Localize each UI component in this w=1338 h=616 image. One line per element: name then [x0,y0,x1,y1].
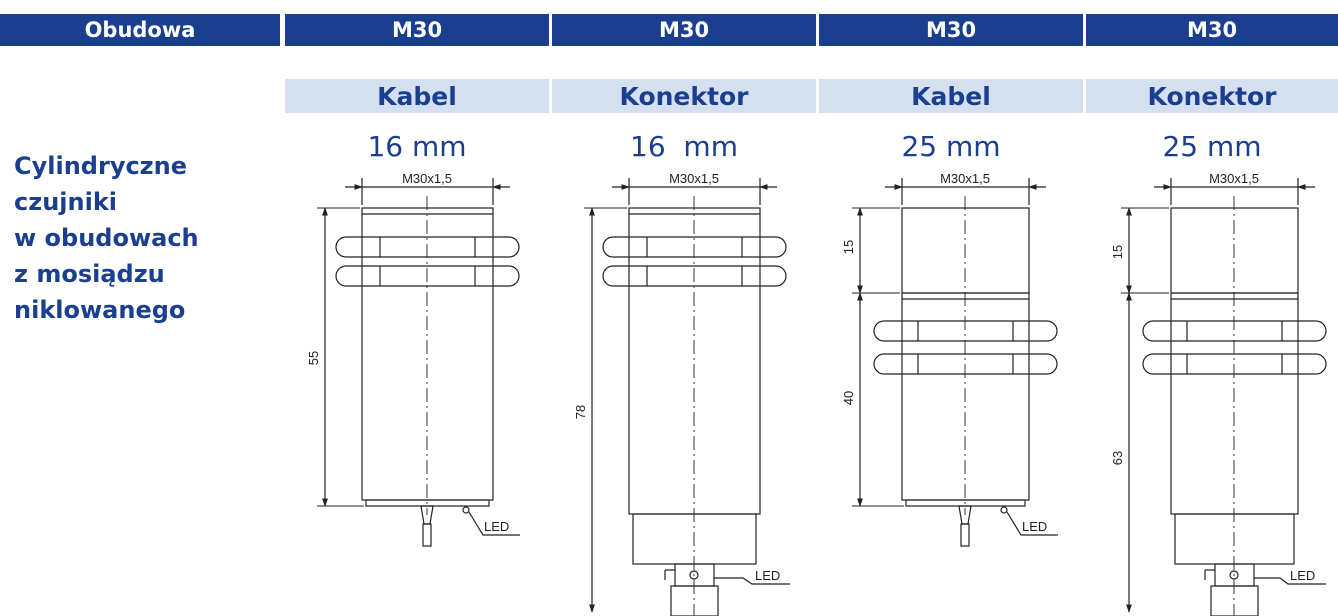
sensor-drawing-2: M30x1,5 LED 78 [573,171,790,616]
product-description: Cylindryczne czujniki w obudowach z mosi… [14,148,284,328]
sensor-drawing-1: M30x1,5 LED 55 [306,171,520,547]
sensing-distance-2-label: 16 mm [630,129,738,163]
sensing-distance-1: 16 mm [285,129,549,163]
description-line: niklowanego [14,296,186,324]
mounting-nut [1142,353,1327,375]
header-column-3: M30 [819,14,1083,46]
connector-plug [1214,563,1255,587]
header-column-1-label: M30 [391,18,443,42]
header-column-4: M30 [1086,14,1338,46]
header-column-2-label: M30 [658,18,710,42]
header-column-4-label: M30 [1186,18,1238,42]
cable [422,523,432,547]
header-label-cell: Obudowa [0,14,280,46]
header-column-2: M30 [552,14,816,46]
header-column-1: M30 [285,14,549,46]
led-label-4: LED [1290,568,1315,583]
connection-type-4: Konektor [1086,79,1338,113]
sensing-distance-1-label: 16 mm [367,129,467,163]
thread-label-2: M30x1,5 [669,171,719,186]
dimension-label: 55 [306,351,321,365]
led-label-2: LED [755,568,780,583]
mounting-nut [335,265,520,287]
connector-plug [674,563,715,587]
connector-thread [670,585,719,616]
dimension-label: 78 [573,405,588,419]
led-indicator [1000,506,1008,514]
header-column-3-label: M30 [925,18,977,42]
description-line: w obudowach [14,224,199,252]
sensor-drawing-4: M30x1,5 LED 15 63 [1110,171,1327,616]
sensing-distance-3-label: 25 mm [901,129,1001,163]
connection-type-3: Kabel [819,79,1083,113]
description-line: czujniki [14,188,118,216]
cable [960,523,970,547]
connection-type-2-label: Konektor [619,81,749,111]
dimension-label: 63 [1110,451,1125,465]
sensor-body-4 [1170,292,1299,515]
mounting-nut [1142,320,1327,342]
connector-thread [1210,585,1259,616]
connection-type-3-label: Kabel [911,81,991,111]
connection-type-2: Konektor [552,79,816,113]
led-leader [468,511,520,536]
led-label-1: LED [484,519,509,534]
led-indicator [462,506,470,514]
mounting-nut [873,353,1058,375]
led-indicator [689,570,699,580]
sensor-body-3 [901,292,1030,501]
mounting-nut [602,236,787,258]
mounting-nut [602,265,787,287]
led-label-3: LED [1022,519,1047,534]
description-line: Cylindryczne [14,152,188,180]
description-line: z mosiądzu [14,260,165,288]
led-leader [1254,577,1326,585]
sensing-face-3 [901,207,1030,294]
sensing-distance-4: 25 mm [1086,129,1338,163]
mounting-nut [873,320,1058,342]
sensing-face-4 [1170,207,1299,294]
dimension-label: 15 [841,240,856,254]
dimension-label: 40 [841,391,856,405]
sensing-distance-4-label: 25 mm [1162,129,1262,163]
sensing-distance-2: 16 mm [552,129,816,163]
connection-type-1: Kabel [285,79,549,113]
connection-type-4-label: Konektor [1147,81,1277,111]
thread-label-3: M30x1,5 [940,171,990,186]
led-indicator [1229,570,1239,580]
connector-base [1174,513,1295,565]
sensing-distance-3: 25 mm [819,129,1083,163]
mounting-nut [335,236,520,258]
connector-base [632,513,757,565]
led-leader [1006,511,1058,536]
sensor-body-2 [628,207,761,515]
header-label: Obudowa [84,18,196,42]
sensor-body-1 [361,207,494,501]
thread-label-1: M30x1,5 [402,171,452,186]
dimension-label: 15 [1110,245,1125,259]
sensor-drawing-3: M30x1,5 LED 15 40 [841,171,1058,547]
connection-type-1-label: Kabel [377,81,457,111]
thread-label-4: M30x1,5 [1209,171,1259,186]
led-leader [714,577,790,585]
